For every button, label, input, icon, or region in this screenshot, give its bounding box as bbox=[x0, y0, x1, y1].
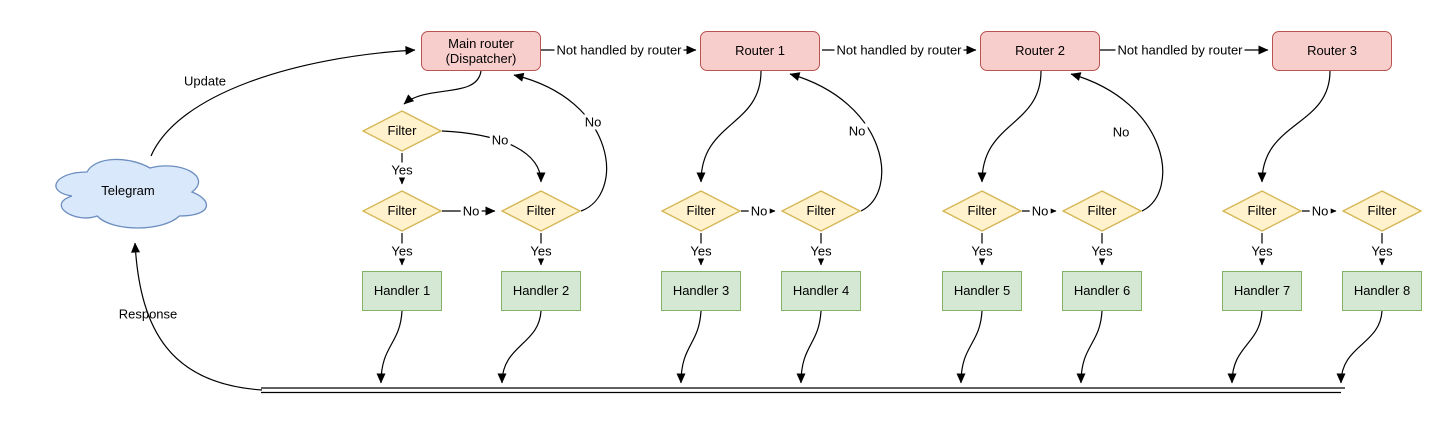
label-yes-c2: Yes bbox=[1089, 243, 1115, 259]
edge-dispatcher-to-filter-a1 bbox=[403, 70, 482, 105]
node-handler-7: Handler 7 bbox=[1222, 271, 1302, 311]
edge-handler1-to-bus bbox=[376, 310, 403, 384]
label-no-b1: No bbox=[748, 203, 770, 219]
label-yes-b1: Yes bbox=[688, 243, 714, 259]
diamond-shape bbox=[781, 190, 861, 232]
label-not-handled-1: Not handled by router bbox=[554, 42, 684, 58]
label-yes-a2: Yes bbox=[389, 243, 415, 259]
edge-router3-to-filter-d1 bbox=[1257, 70, 1331, 183]
node-filter-router3-left: Filter bbox=[1222, 190, 1302, 232]
edge-filter-a1-no-to-a3 bbox=[441, 130, 546, 183]
filter-label: Filter bbox=[686, 203, 716, 219]
edge-handler6-to-bus bbox=[1076, 310, 1103, 384]
label-yes-d1: Yes bbox=[1249, 243, 1275, 259]
node-main-router-dispatcher: Main router (Dispatcher) bbox=[421, 31, 541, 71]
node-handler-8: Handler 8 bbox=[1342, 271, 1422, 311]
diamond-shape bbox=[362, 190, 442, 232]
label-no-a2: No bbox=[460, 203, 482, 219]
node-filter-router1-left: Filter bbox=[661, 190, 741, 232]
label-no-d1: No bbox=[1309, 203, 1331, 219]
label-no-c2: No bbox=[1110, 124, 1132, 140]
diamond-shape bbox=[501, 190, 581, 232]
edge-handler3-to-bus bbox=[676, 310, 702, 384]
filter-label: Filter bbox=[806, 203, 836, 219]
label-yes-a3: Yes bbox=[528, 243, 554, 259]
label-yes-d2: Yes bbox=[1369, 243, 1395, 259]
node-filter-router2-left: Filter bbox=[942, 190, 1022, 232]
node-filter-router2-right: Filter bbox=[1062, 190, 1142, 232]
label-yes-b2: Yes bbox=[808, 243, 834, 259]
edge-handler5-to-bus bbox=[956, 310, 983, 384]
label-yes-c1: Yes bbox=[969, 243, 995, 259]
node-router-3: Router 3 bbox=[1272, 31, 1392, 71]
edge-handler8-to-bus bbox=[1336, 310, 1383, 384]
node-filter-dispatcher-left: Filter bbox=[362, 190, 442, 232]
node-filter-dispatcher-right: Filter bbox=[501, 190, 581, 232]
node-handler-4: Handler 4 bbox=[781, 271, 861, 311]
node-handler-6: Handler 6 bbox=[1062, 271, 1142, 311]
label-response: Response bbox=[118, 306, 178, 322]
diamond-shape bbox=[1062, 190, 1142, 232]
label-yes-a1: Yes bbox=[389, 162, 415, 178]
diamond-shape bbox=[362, 110, 442, 152]
diamond-shape bbox=[661, 190, 741, 232]
node-handler-2: Handler 2 bbox=[501, 271, 581, 311]
node-telegram-label: Telegram bbox=[101, 183, 155, 199]
node-filter-dispatcher-top: Filter bbox=[362, 110, 442, 152]
edge-response bbox=[131, 242, 263, 391]
filter-label: Filter bbox=[387, 123, 417, 139]
node-router-2: Router 2 bbox=[980, 31, 1100, 71]
diamond-shape bbox=[942, 190, 1022, 232]
node-filter-router1-right: Filter bbox=[781, 190, 861, 232]
diamond-shape bbox=[1342, 190, 1422, 232]
label-not-handled-3: Not handled by router bbox=[1115, 42, 1245, 58]
node-handler-3: Handler 3 bbox=[661, 271, 741, 311]
edge-router2-to-filter-c1 bbox=[977, 70, 1042, 183]
filter-label: Filter bbox=[967, 203, 997, 219]
node-handler-5: Handler 5 bbox=[942, 271, 1022, 311]
filter-label: Filter bbox=[387, 203, 417, 219]
edge-filter-b2-no-to-router1 bbox=[789, 72, 883, 212]
filter-label: Filter bbox=[1247, 203, 1277, 219]
filter-label: Filter bbox=[1367, 203, 1397, 219]
edge-filter-a3-no-to-dispatcher bbox=[513, 72, 608, 212]
node-handler-1: Handler 1 bbox=[362, 271, 442, 311]
label-update: Update bbox=[184, 73, 226, 89]
label-not-handled-2: Not handled by router bbox=[834, 42, 964, 58]
edge-handler7-to-bus bbox=[1227, 310, 1263, 384]
filter-label: Filter bbox=[526, 203, 556, 219]
label-no-a3: No bbox=[582, 114, 604, 130]
edge-update bbox=[150, 46, 416, 157]
label-no-b2: No bbox=[846, 123, 868, 139]
telegram-cloud-shape bbox=[55, 158, 208, 229]
diamond-shape bbox=[1222, 190, 1302, 232]
edge-handler4-to-bus bbox=[796, 310, 822, 384]
node-router-1: Router 1 bbox=[700, 31, 820, 71]
filter-label: Filter bbox=[1087, 203, 1117, 219]
edge-handler2-to-bus bbox=[497, 310, 542, 384]
edge-router1-to-filter-b1 bbox=[696, 70, 762, 183]
label-no-c1: No bbox=[1029, 203, 1051, 219]
label-no-a1: No bbox=[489, 132, 511, 148]
node-filter-router3-right: Filter bbox=[1342, 190, 1422, 232]
edge-filter-c2-no-to-router2 bbox=[1070, 72, 1164, 212]
